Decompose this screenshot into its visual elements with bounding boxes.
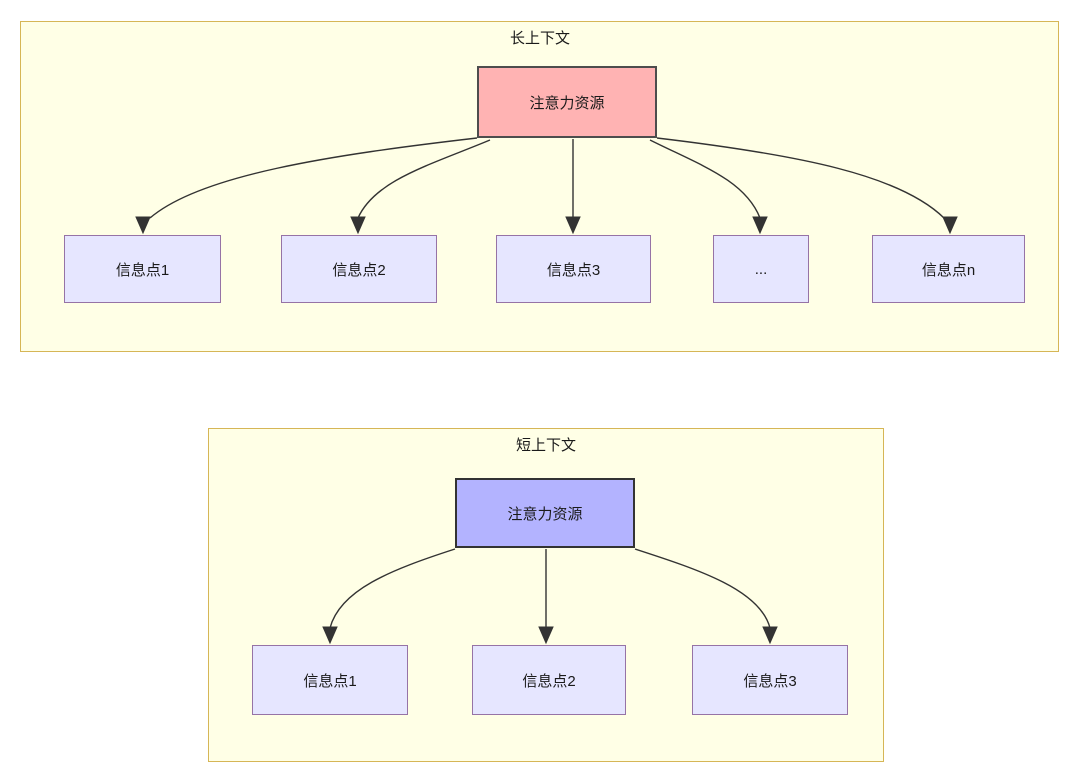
node-info-point-1-short[interactable]: 信息点1 bbox=[252, 645, 408, 715]
node-attention-resource-long[interactable]: 注意力资源 bbox=[477, 66, 657, 138]
node-info-point-1-long[interactable]: 信息点1 bbox=[64, 235, 221, 303]
node-info-point-2-short[interactable]: 信息点2 bbox=[472, 645, 626, 715]
node-info-point-ellipsis-long[interactable]: ... bbox=[713, 235, 809, 303]
group-long-context-title: 长上下文 bbox=[509, 30, 570, 47]
group-short-context-title: 短上下文 bbox=[515, 437, 576, 454]
node-info-point-3-long[interactable]: 信息点3 bbox=[496, 235, 651, 303]
node-info-point-n-long[interactable]: 信息点n bbox=[872, 235, 1025, 303]
node-attention-resource-short[interactable]: 注意力资源 bbox=[455, 478, 635, 548]
node-info-point-2-long[interactable]: 信息点2 bbox=[281, 235, 437, 303]
node-info-point-3-short[interactable]: 信息点3 bbox=[692, 645, 848, 715]
